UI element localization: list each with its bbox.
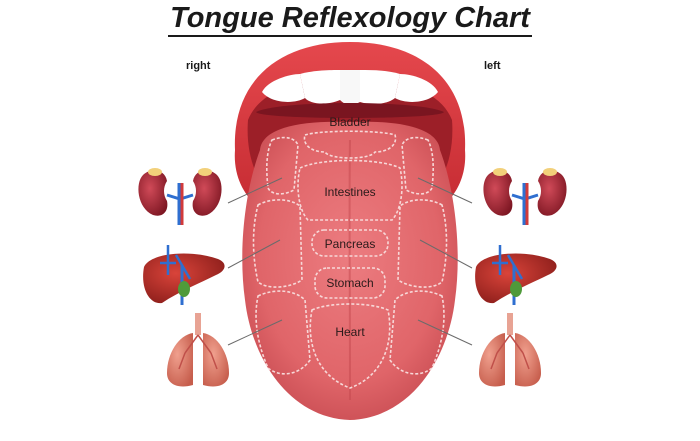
teeth: [262, 70, 438, 105]
zone-label-heart: Heart: [335, 325, 365, 339]
zone-right-kidney-outline: [266, 136, 299, 195]
right-side-label: right: [186, 60, 211, 72]
connector-right-kidney: [227, 177, 283, 204]
zone-intestines-outline: [297, 159, 403, 221]
zone-heart-outline: [309, 303, 391, 389]
connector-right-liver: [227, 239, 281, 269]
connector-left-lung: [417, 319, 473, 346]
zone-pancreas-outline: [311, 229, 389, 257]
chart-title-text: Tongue Reflexology Chart: [168, 2, 532, 37]
connector-lines: [227, 177, 473, 346]
zone-bladder-outline: [303, 130, 397, 159]
left-side-label: left: [484, 60, 501, 72]
zone-stomach-outline: [314, 267, 386, 299]
zone-label-intestines: Intestines: [324, 185, 375, 199]
liver-icon: [475, 245, 557, 305]
zone-label-bladder: Bladder: [329, 115, 370, 129]
zone-left-liver-outline: [397, 199, 448, 288]
connector-left-liver: [419, 239, 473, 269]
zone-left-kidney-outline: [401, 136, 434, 195]
zone-right-liver-outline: [252, 199, 303, 288]
tongue: Bladder Intestines Pancreas Stomach Hear…: [242, 115, 458, 420]
lungs-icon: [479, 313, 541, 387]
connector-right-lung: [227, 319, 283, 346]
kidneys-icon: [483, 168, 567, 225]
zone-label-pancreas: Pancreas: [325, 237, 376, 251]
zone-label-stomach: Stomach: [326, 276, 373, 290]
connector-left-kidney: [417, 177, 473, 204]
chart-title: Tongue Reflexology Chart: [0, 2, 700, 37]
kidneys-icon: [138, 168, 222, 225]
lungs-icon: [167, 313, 229, 387]
liver-icon: [143, 245, 225, 305]
